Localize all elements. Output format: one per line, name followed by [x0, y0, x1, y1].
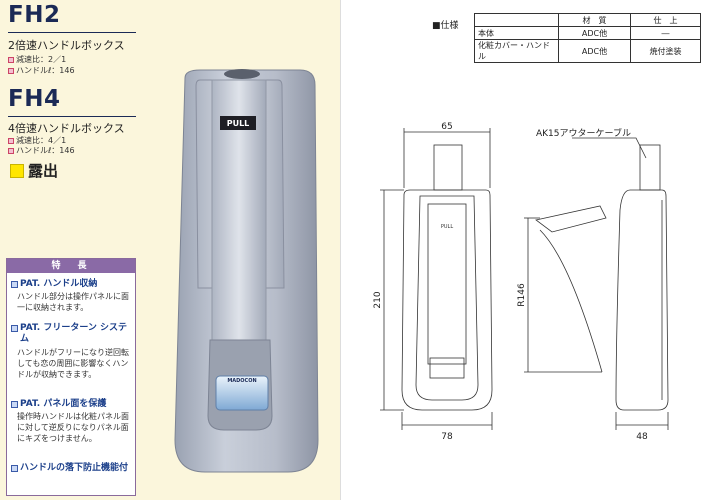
bullet-square-icon	[11, 465, 18, 472]
feature-title: PAT. フリーターン システム	[11, 323, 131, 345]
dim-bottom-width: 78	[441, 432, 453, 442]
technical-drawing-panel	[340, 0, 701, 500]
feature-body: ハンドル部分は操作パネルに面一に収納されます。	[17, 292, 129, 312]
table-header-finish: 仕 上	[630, 13, 701, 27]
drawing-pull-label: PULL	[441, 224, 453, 230]
pull-label: PULL	[227, 119, 250, 128]
front-cable	[433, 144, 463, 191]
table-row: 化粧カバー・ハンドル ADC他 焼付塗装	[474, 39, 701, 63]
fh4-model-title: FH4	[8, 86, 61, 112]
side-handle	[535, 205, 607, 233]
brand-label: MADOCON	[227, 378, 256, 384]
fh2-ratio: 減速比：2／1	[8, 54, 66, 65]
fh4-ratio: 減速比：4／1	[8, 135, 66, 146]
cable-leader	[572, 137, 647, 159]
fh2-description: 2倍速ハンドルボックス	[8, 39, 125, 52]
handle-box-product-image: PULL MADOCON	[174, 69, 319, 473]
bullet-square-icon	[8, 56, 14, 63]
table-cell: 焼付塗装	[630, 39, 701, 63]
feature-title: PAT. パネル面を保護	[11, 399, 106, 410]
table-cell: ―	[630, 26, 701, 40]
dim-depth: 48	[636, 432, 648, 442]
fh4-description: 4倍速ハンドルボックス	[8, 122, 125, 135]
front-outline	[401, 189, 493, 411]
bullet-square-icon	[8, 67, 14, 74]
side-arc	[539, 229, 603, 373]
table-cell: ADC他	[558, 39, 631, 63]
bullet-square-icon	[8, 137, 14, 144]
spec-table-title: ■仕様	[432, 21, 459, 31]
feature-title: ハンドルの落下防止機能付	[11, 463, 131, 474]
yellow-swatch-icon	[10, 163, 24, 178]
table-row: 本体 ADC他 ―	[474, 26, 701, 40]
pull-label-plate	[220, 116, 256, 130]
side-outline	[615, 189, 669, 411]
table-row: 材 質 仕 上	[474, 13, 701, 27]
bullet-square-icon	[11, 325, 18, 332]
fh4-handle-length: ハンドルℓ：146	[8, 145, 75, 156]
bullet-square-icon	[8, 147, 14, 154]
bullet-square-icon	[11, 401, 18, 408]
cable-label: AK15アウターケーブル	[536, 127, 631, 139]
front-inner	[415, 195, 479, 401]
fh4-title-rule	[8, 116, 136, 117]
cable-port	[224, 69, 260, 79]
front-handle	[427, 203, 467, 365]
bullet-square-icon	[11, 281, 18, 288]
dimension-drawing: 65 210 R146 78 48 AK15アウターケーブル PULL	[373, 122, 669, 442]
exposed-mount-label: 露出	[10, 160, 58, 181]
dim-radius: R146	[517, 283, 527, 307]
feature-body: 操作時ハンドルは化粧パネル面に対して逆反りになりパネル面にキズをつけません。	[17, 412, 129, 443]
front-recess	[429, 357, 465, 379]
feature-body: ハンドルがフリーになり逆回転しても恋の周囲に影響なくハンドルが収納できます。	[17, 348, 129, 379]
fh2-handle-length: ハンドルℓ：146	[8, 65, 75, 76]
table-header-material: 材 質	[558, 13, 631, 27]
table-cell: 本体	[474, 26, 559, 40]
table-cell: ADC他	[558, 26, 631, 40]
dim-top-width: 65	[441, 122, 452, 132]
features-heading: 特 長	[7, 259, 135, 273]
fh2-title-rule	[8, 32, 136, 33]
spec-table: 材 質 仕 上 本体 ADC他 ― 化粧カバー・ハンドル ADC他 焼付塗装	[474, 13, 701, 63]
features-box: 特 長 PAT. ハンドル収納 ハンドル部分は操作パネルに面一に収納されます。 …	[6, 258, 136, 496]
fh2-model-title: FH2	[8, 2, 61, 28]
dim-height: 210	[373, 291, 383, 308]
feature-title: PAT. ハンドル収納	[11, 279, 97, 290]
table-cell	[474, 13, 559, 27]
brand-plate	[215, 375, 269, 411]
table-cell: 化粧カバー・ハンドル	[474, 39, 559, 63]
